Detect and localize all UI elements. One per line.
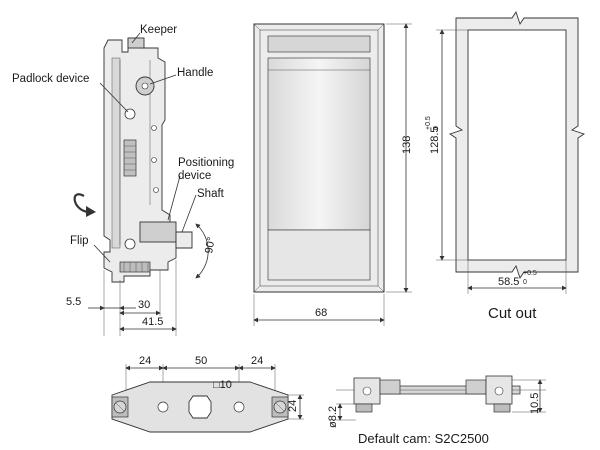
- device-label: device: [178, 170, 211, 182]
- cam-dim-left: 24: [139, 355, 151, 367]
- handle-label: Handle: [177, 67, 213, 79]
- positioning-label: Positioning: [178, 157, 234, 169]
- cam-top-view: [111, 364, 304, 433]
- cam-dim-mid: 50: [195, 355, 207, 367]
- cutout-caption: Cut out: [488, 305, 537, 322]
- dim-30: 30: [138, 299, 150, 311]
- default-cam-caption: Default cam: S2C2500: [358, 431, 489, 446]
- angle-label: 90°: [203, 236, 218, 254]
- cutout-height-tol-top: +0.5: [425, 116, 432, 130]
- cam-dim-square: □10: [213, 379, 232, 391]
- front-view: [253, 23, 412, 326]
- cam-height-dim: 10.5: [529, 393, 541, 414]
- side-view: [73, 32, 209, 336]
- padlock-device-label: Padlock device: [12, 73, 89, 85]
- cam-dim-side: 24: [287, 400, 299, 412]
- front-width-dim: 68: [315, 307, 327, 319]
- flip-label: Flip: [70, 235, 89, 247]
- shaft-label: Shaft: [197, 188, 225, 200]
- cutout-width-tol-top: +0.5: [523, 270, 537, 277]
- cutout-height-tol-bottom: 0: [433, 126, 440, 130]
- cam-side-view: [336, 375, 546, 421]
- cam-dia-dim: ø8.2: [327, 406, 339, 428]
- cam-dim-right: 24: [251, 355, 263, 367]
- keeper-label: Keeper: [140, 24, 177, 36]
- dim-41-5: 41.5: [142, 316, 163, 328]
- cutout-width-tol-bottom: 0: [523, 279, 527, 286]
- cutout-view: [436, 10, 586, 294]
- front-height-dim: 138: [401, 136, 413, 154]
- cutout-width-dim: 58.5: [498, 276, 519, 288]
- cutout-height-dim: 128.5: [429, 126, 441, 154]
- dim-5-5: 5.5: [66, 296, 81, 308]
